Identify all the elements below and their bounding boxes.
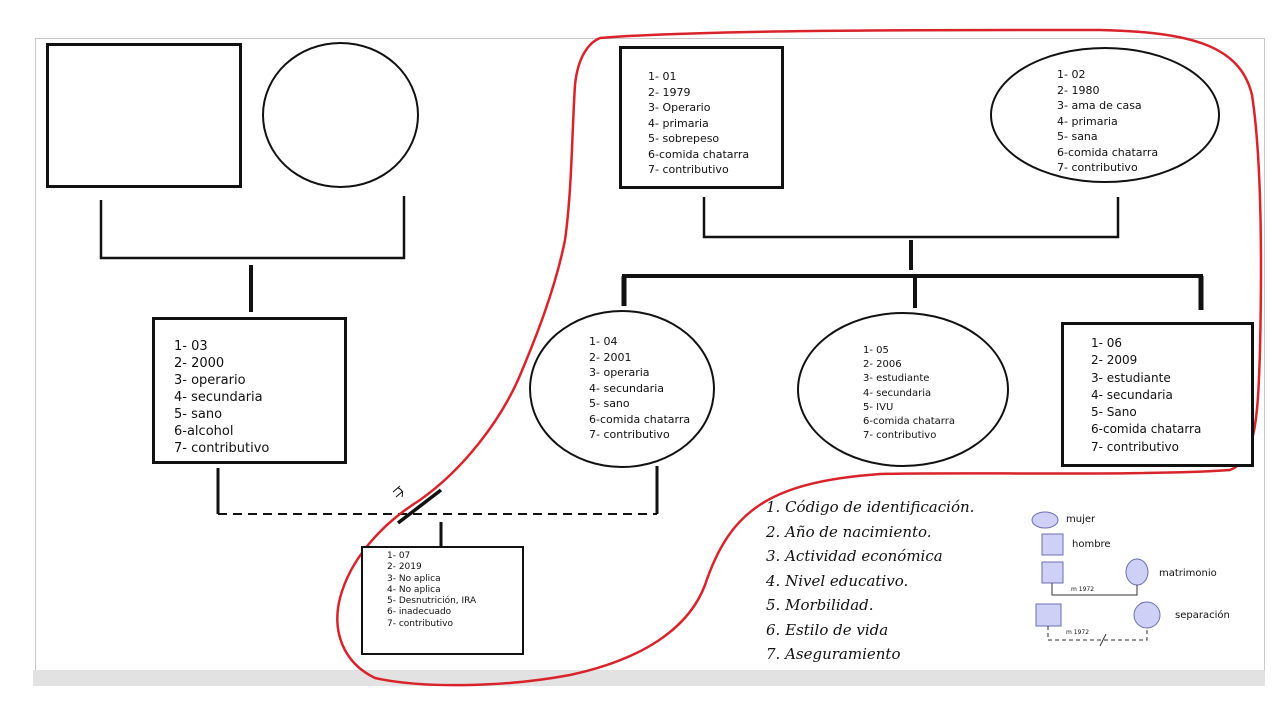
key-label-matrimonio: matrimonio xyxy=(1159,568,1217,579)
node-01-line-4: 4- primaria xyxy=(648,116,709,130)
node-04-line-1: 1- 04 xyxy=(589,335,618,348)
node-04-line-4: 4- secundaria xyxy=(589,381,664,395)
key-marriage-female xyxy=(1125,558,1149,586)
scribble-mark xyxy=(392,485,404,498)
node-07-line-3: 3- No aplica xyxy=(387,573,441,584)
node-01-line-7: 7- contributivo xyxy=(648,163,729,176)
key-separation-bracket xyxy=(1047,626,1148,641)
legend-item-7: 7. Aseguramiento xyxy=(766,645,901,663)
legend-item-3: 3. Actividad económica xyxy=(766,547,943,565)
node-02-line-5: 5- sana xyxy=(1057,130,1098,143)
node-04-line-6: 6-comida chatarra xyxy=(589,412,691,426)
node-04-line-2: 2- 2001 xyxy=(589,350,632,364)
node-03-line-5: 5- sano xyxy=(174,407,223,422)
node-03-line-7: 7- contributivo xyxy=(174,441,270,456)
key-symbols xyxy=(1031,511,1161,647)
node-07-line-1: 1- 07 xyxy=(387,551,411,561)
node-05-line-4: 4- secundaria xyxy=(863,387,932,399)
separation-slash xyxy=(396,488,443,525)
node-02-line-6: 6-comida chatarra xyxy=(1057,145,1159,159)
legend-item-1: 1. Código de identificación. xyxy=(766,498,975,516)
node-04-text: 1- 04 2- 2001 3- operaria 4- secundaria … xyxy=(589,334,690,443)
node-02-text: 1- 02 2- 1980 3- ama de casa 4- primaria… xyxy=(1057,67,1158,176)
key-female-symbol xyxy=(1031,511,1059,529)
right-couple-bracket xyxy=(702,197,1120,239)
node-02-line-4: 4- primaria xyxy=(1057,114,1118,128)
node-01-line-1: 1- 01 xyxy=(648,70,677,83)
node-07-line-6: 6- inadecuado xyxy=(387,607,452,618)
node-06-line-7: 7- contributivo xyxy=(1091,439,1180,454)
left-couple-bracket xyxy=(99,196,406,260)
node-02-circle: 1- 02 2- 1980 3- ama de casa 4- primaria… xyxy=(990,47,1220,183)
node-01-box: 1- 01 2- 1979 3- Operario 4- primaria 5-… xyxy=(619,46,784,189)
node-05-text: 1- 05 2- 2006 3- estudiante 4- secundari… xyxy=(863,344,955,443)
node-02-line-3: 3- ama de casa xyxy=(1057,99,1142,112)
node-03-line-3: 3- operario xyxy=(174,373,246,388)
node-05-line-2: 2- 2006 xyxy=(863,359,902,371)
attribute-legend: 1. Código de identificación. 2. Año de n… xyxy=(766,495,974,667)
node-06-line-5: 5- Sano xyxy=(1091,405,1137,420)
annotation-loop xyxy=(336,28,1263,687)
node-05-line-6: 6-comida chatarra xyxy=(863,416,955,428)
node-05-circle: 1- 05 2- 2006 3- estudiante 4- secundari… xyxy=(797,312,1009,467)
node-06-line-1: 1- 06 xyxy=(1091,336,1123,350)
node-03-line-4: 4- secundaria xyxy=(174,390,263,405)
node-07-line-4: 4- No aplica xyxy=(387,584,441,595)
node-02-line-2: 2- 1980 xyxy=(1057,83,1100,97)
key-marriage-bracket xyxy=(1051,583,1138,596)
node-07-line-7: 7- contributivo xyxy=(387,618,454,629)
key-marriage-year: m 1972 xyxy=(1071,586,1095,593)
node-03-line-6: 6-alcohol xyxy=(174,424,234,439)
key-label-separacion: separación xyxy=(1175,610,1230,621)
grandfather-box xyxy=(46,43,242,188)
node-04-line-3: 3- operaria xyxy=(589,366,650,379)
node-03-line-1: 1- 03 xyxy=(174,339,208,354)
node-04-line-7: 7- contributivo xyxy=(589,428,670,441)
node-06-text: 1- 06 2- 2009 3- estudiante 4- secundari… xyxy=(1091,335,1201,456)
node-05-line-3: 3- estudiante xyxy=(863,373,930,385)
node-06-line-3: 3- estudiante xyxy=(1091,370,1171,385)
key-marriage-male xyxy=(1041,561,1064,584)
key-separation-female xyxy=(1133,601,1161,629)
node-01-line-3: 3- Operario xyxy=(648,101,711,114)
node-01-line-2: 2- 1979 xyxy=(648,85,691,99)
node-03-line-2: 2- 2000 xyxy=(174,356,225,371)
node-07-line-5: 5- Desnutrición, IRA xyxy=(387,596,477,607)
key-label-mujer: mujer xyxy=(1066,514,1096,525)
node-06-line-6: 6-comida chatarra xyxy=(1091,422,1202,437)
node-01-text: 1- 01 2- 1979 3- Operario 4- primaria 5-… xyxy=(648,69,749,178)
node-06-line-4: 4- secundaria xyxy=(1091,387,1173,402)
node-07-box: 1- 07 2- 2019 3- No aplica 4- No aplica … xyxy=(361,546,524,655)
node-04-line-5: 5- sano xyxy=(589,397,630,410)
node-06-line-2: 2- 2009 xyxy=(1091,353,1138,368)
node-01-line-6: 6-comida chatarra xyxy=(648,147,750,161)
key-male-symbol xyxy=(1041,533,1064,556)
grandmother-circle xyxy=(262,42,419,188)
key-separation-year: m 1972 xyxy=(1066,629,1090,636)
node-05-line-7: 7- contributivo xyxy=(863,430,937,442)
node-06-box: 1- 06 2- 2009 3- estudiante 4- secundari… xyxy=(1061,322,1254,467)
node-07-text: 1- 07 2- 2019 3- No aplica 4- No aplica … xyxy=(387,551,476,630)
node-02-line-7: 7- contributivo xyxy=(1057,161,1138,174)
node-03-box: 1- 03 2- 2000 3- operario 4- secundaria … xyxy=(152,317,347,464)
node-04-circle: 1- 04 2- 2001 3- operaria 4- secundaria … xyxy=(529,310,715,468)
legend-item-6: 6. Estilo de vida xyxy=(766,620,889,639)
node-02-line-1: 1- 02 xyxy=(1057,68,1086,81)
node-03-text: 1- 03 2- 2000 3- operario 4- secundaria … xyxy=(174,338,269,457)
node-07-line-2: 2- 2019 xyxy=(387,562,422,573)
key-label-hombre: hombre xyxy=(1072,539,1111,550)
node-05-line-1: 1- 05 xyxy=(863,345,889,356)
legend-item-2: 2. Año de nacimiento. xyxy=(766,522,932,541)
legend-item-4: 4. Nivel educativo. xyxy=(766,571,909,590)
key-separation-male xyxy=(1035,603,1062,627)
key-separation-slash xyxy=(1099,633,1107,647)
node-01-line-5: 5- sobrepeso xyxy=(648,132,720,145)
canvas-bottom-strip xyxy=(33,670,1265,686)
legend-item-5: 5. Morbilidad. xyxy=(766,596,874,614)
node-05-line-5: 5- IVU xyxy=(863,401,894,413)
